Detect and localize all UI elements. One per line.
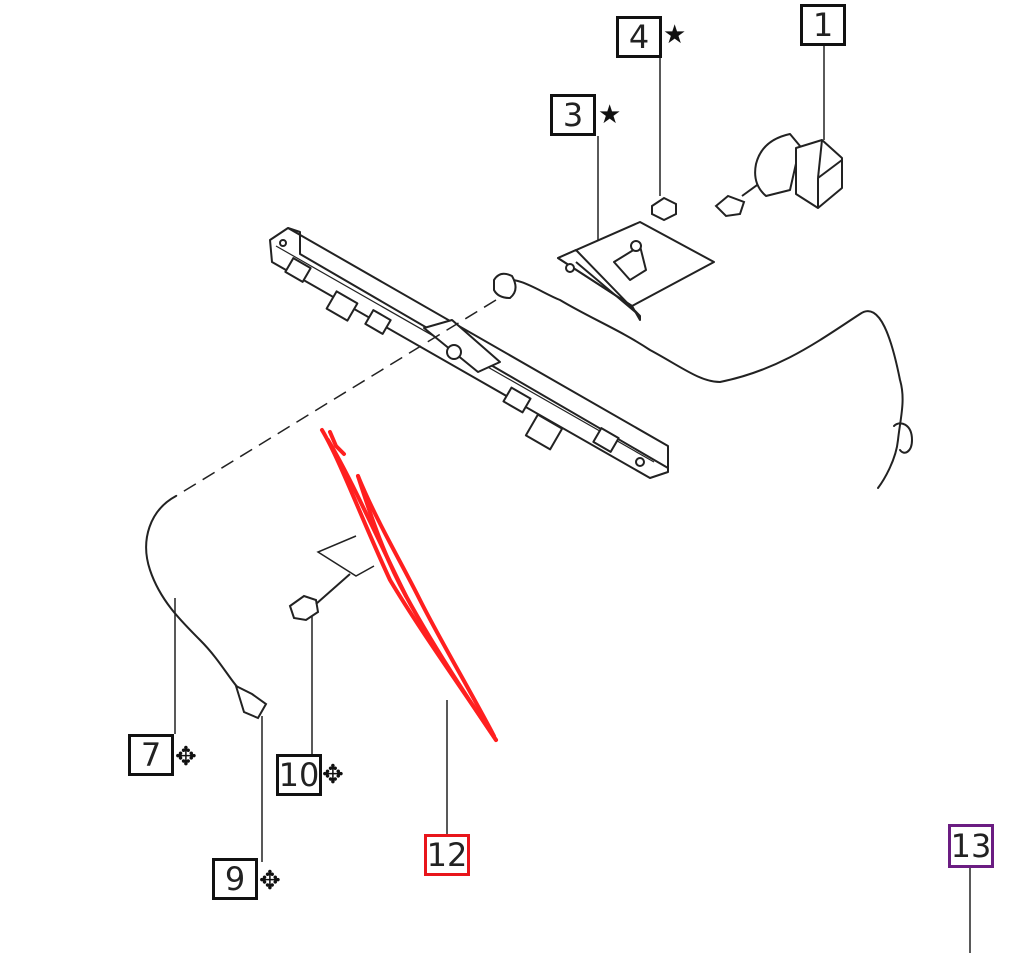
callout-1[interactable]: 1 xyxy=(800,4,846,46)
motor-bracket xyxy=(557,221,715,321)
callout-9[interactable]: 9 xyxy=(212,858,258,900)
callout-9-cross-icon: ✥ xyxy=(259,866,281,896)
right-cable xyxy=(493,272,914,489)
nut-and-screw xyxy=(651,179,765,222)
callout-13-label: 13 xyxy=(950,827,992,865)
callout-7-label: 7 xyxy=(140,736,162,774)
callout-12-label: 12 xyxy=(426,836,468,874)
callout-4[interactable]: 4 xyxy=(616,16,662,58)
callout-3-star-icon: ★ xyxy=(598,100,622,130)
callout-12[interactable]: 12 xyxy=(424,834,470,876)
wiper-motor xyxy=(754,133,843,209)
callout-3-label: 3 xyxy=(562,96,584,134)
callout-10[interactable]: 10 xyxy=(276,754,322,796)
arm-nut xyxy=(288,573,351,622)
leader-lines xyxy=(174,44,971,953)
callout-4-label: 4 xyxy=(628,18,650,56)
callout-1-label: 1 xyxy=(812,6,834,44)
callout-7[interactable]: 7 xyxy=(128,734,174,776)
callout-4-star-icon: ★ xyxy=(663,20,687,50)
left-cable xyxy=(145,495,268,720)
wiper-arm-highlight xyxy=(320,428,498,742)
callout-9-label: 9 xyxy=(224,860,246,898)
callout-3[interactable]: 3 xyxy=(550,94,596,136)
alignment-dashes xyxy=(175,299,497,497)
callout-13[interactable]: 13 xyxy=(948,824,994,868)
callout-10-label: 10 xyxy=(278,756,320,794)
callout-7-cross-icon: ✥ xyxy=(175,742,197,772)
callout-10-cross-icon: ✥ xyxy=(322,760,344,790)
arm-bracket-lines xyxy=(316,535,375,577)
wiper-linkage-bar xyxy=(269,227,669,479)
